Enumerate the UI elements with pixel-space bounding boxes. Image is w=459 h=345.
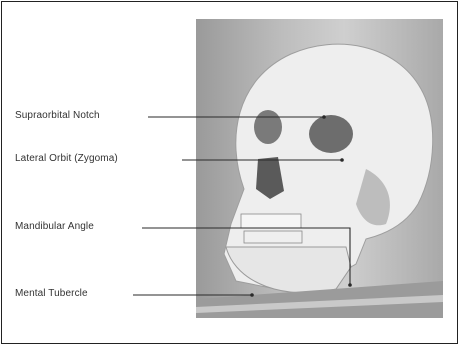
pointer-dot-mandibular-angle xyxy=(348,283,352,287)
pointer-dot-supraorbital-notch xyxy=(322,115,326,119)
label-mental-tubercle: Mental Tubercle xyxy=(15,288,88,299)
pointer-line-mandibular-angle xyxy=(142,228,350,285)
pointer-dot-lateral-orbit xyxy=(340,158,344,162)
label-mandibular-angle: Mandibular Angle xyxy=(15,221,94,232)
label-supraorbital-notch: Supraorbital Notch xyxy=(15,110,100,121)
label-lateral-orbit: Lateral Orbit (Zygoma) xyxy=(15,153,118,164)
pointer-dot-mental-tubercle xyxy=(250,293,254,297)
